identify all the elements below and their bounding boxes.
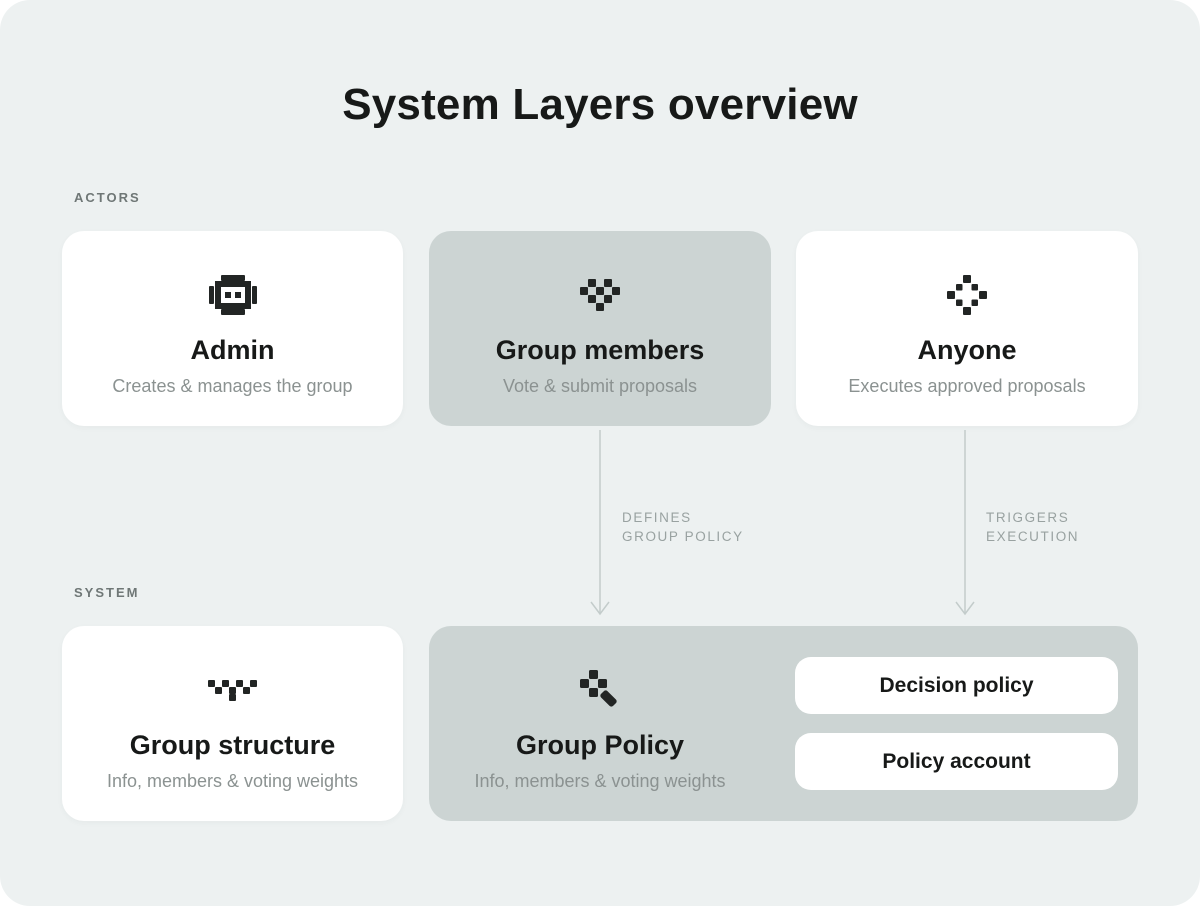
card-group-members-subtitle: Vote & submit proposals — [502, 376, 698, 396]
section-label-system: SYSTEM — [74, 585, 140, 600]
card-group-policy: Group Policy Info, members & voting weig… — [429, 626, 1138, 821]
arrow-defines-group-policy — [590, 430, 610, 616]
robot-icon — [208, 271, 257, 319]
card-anyone-subtitle: Executes approved proposals — [848, 376, 1086, 396]
card-admin-title: Admin — [190, 335, 275, 365]
sub-card-decision-policy: Decision policy — [795, 657, 1118, 714]
page-title: System Layers overview — [342, 80, 858, 129]
connector-label-triggers: TRIGGERS EXECUTION — [986, 508, 1079, 546]
card-group-structure-subtitle: Info, members & voting weights — [106, 771, 359, 791]
card-group-policy-title: Group Policy — [515, 730, 685, 760]
card-admin-subtitle: Creates & manages the group — [112, 376, 353, 396]
card-anyone-title: Anyone — [917, 335, 1017, 365]
checkered-heart-icon — [580, 271, 620, 319]
policy-account-label: Policy account — [882, 749, 1031, 773]
card-anyone: Anyone Executes approved proposals — [796, 231, 1138, 426]
pixel-wand-icon — [580, 666, 620, 714]
group-policy-summary: Group Policy Info, members & voting weig… — [429, 626, 771, 821]
card-group-structure-title: Group structure — [129, 730, 336, 760]
connector-label-defines-line1: DEFINES — [622, 510, 692, 525]
connector-label-triggers-line2: EXECUTION — [986, 529, 1080, 544]
card-group-policy-subtitle: Info, members & voting weights — [474, 771, 726, 791]
sub-card-policy-account: Policy account — [795, 733, 1118, 790]
connector-label-defines-line2: GROUP POLICY — [622, 529, 744, 544]
card-group-members-title: Group members — [495, 335, 705, 365]
connector-label-defines: DEFINES GROUP POLICY — [622, 508, 744, 546]
section-label-actors: ACTORS — [74, 190, 141, 205]
connector-label-triggers-line1: TRIGGERS — [986, 510, 1070, 525]
pixel-diamond-icon — [947, 271, 987, 319]
card-admin: Admin Creates & manages the group — [62, 231, 403, 426]
arrow-triggers-execution — [955, 430, 975, 616]
card-group-structure: Group structure Info, members & voting w… — [62, 626, 403, 821]
card-group-members: Group members Vote & submit proposals — [429, 231, 771, 426]
decision-policy-label: Decision policy — [879, 673, 1034, 697]
pixel-chevron-icon — [208, 666, 257, 714]
